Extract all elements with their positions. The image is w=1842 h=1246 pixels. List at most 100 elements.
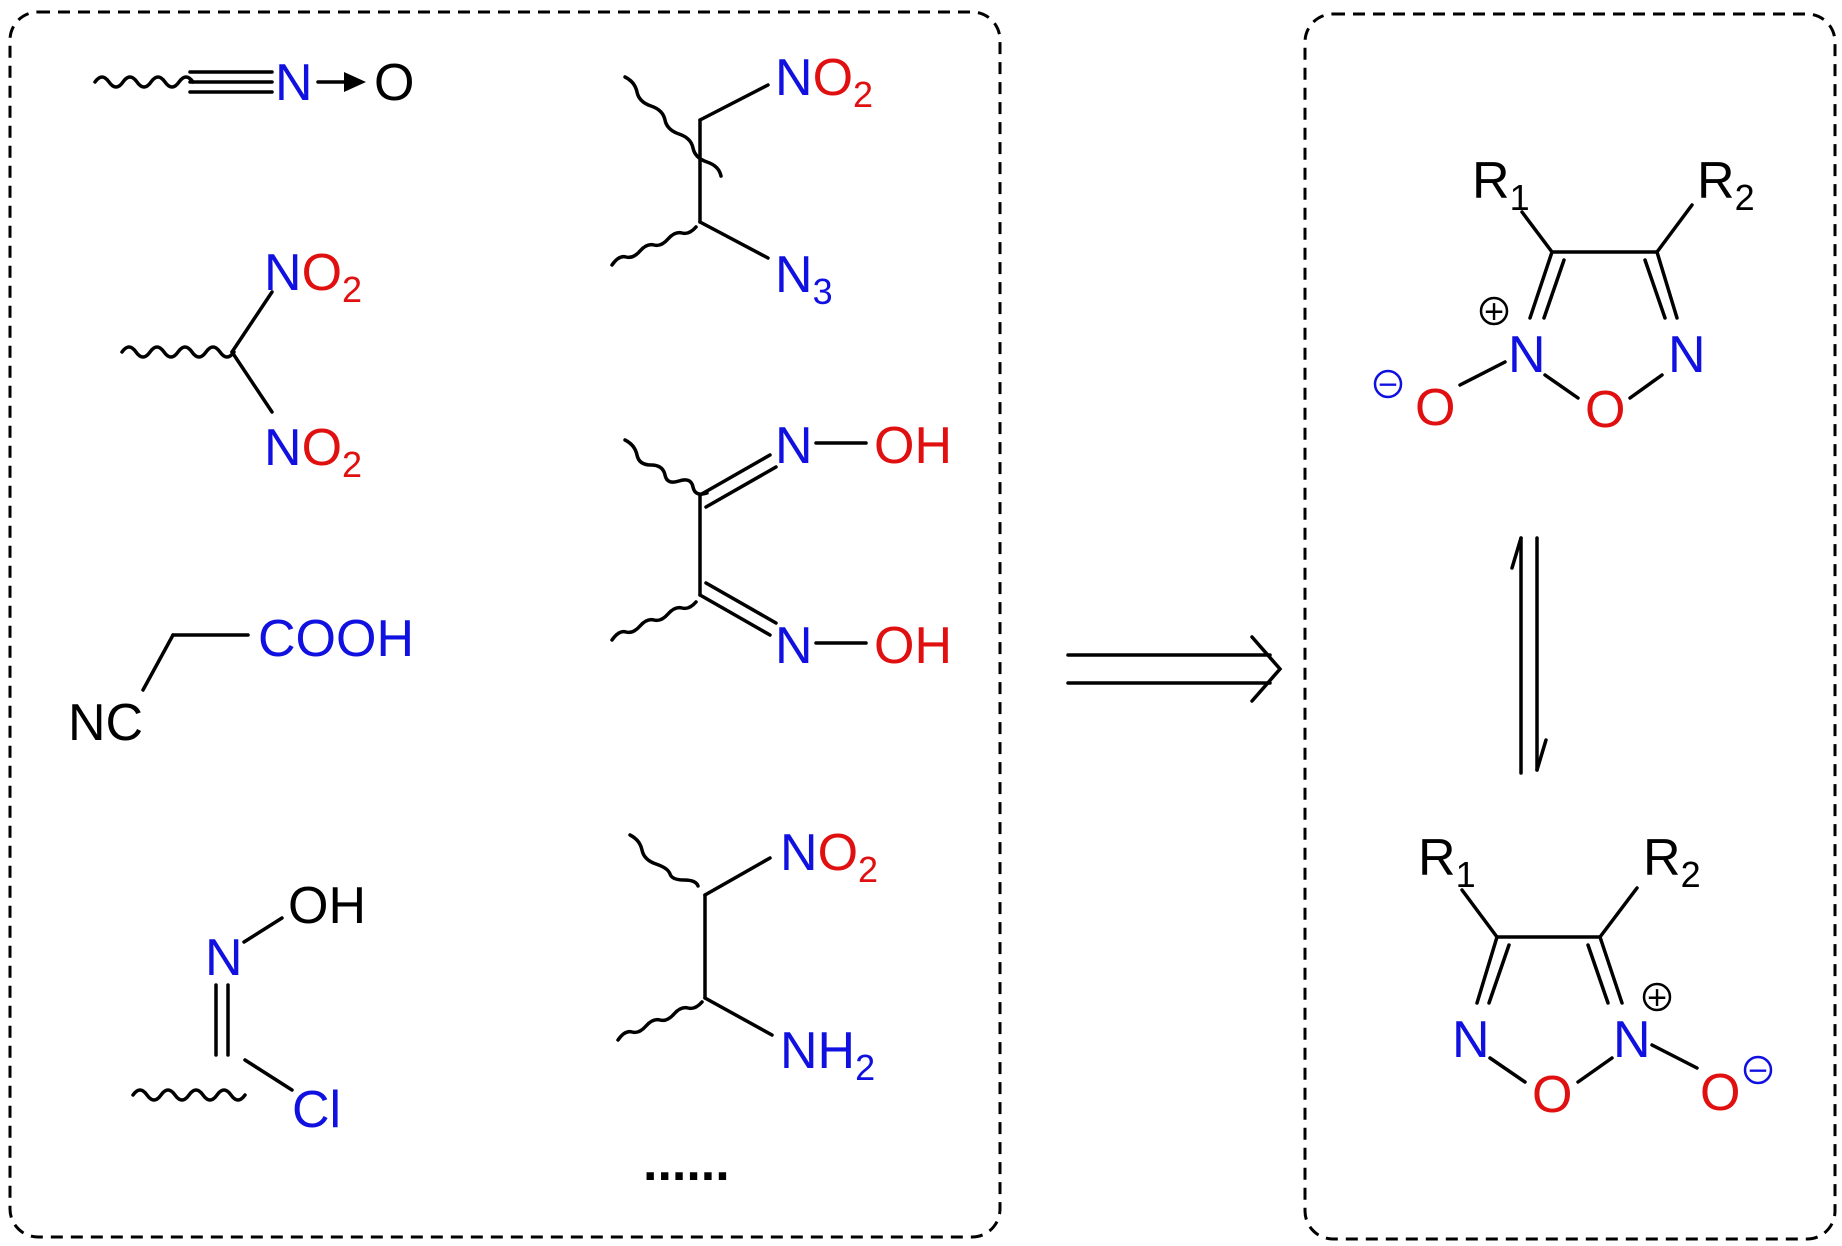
nitrile-oxide-n: N xyxy=(275,54,313,112)
top-plus-circle xyxy=(1479,296,1509,326)
bond xyxy=(141,633,175,692)
bond xyxy=(1628,373,1664,400)
dinitro-bottom-sub: 2 xyxy=(342,444,362,485)
double-bond xyxy=(704,465,778,509)
top-minus: − xyxy=(1378,366,1398,404)
bottom-o-exo: O xyxy=(1700,1064,1740,1122)
wavy-bond xyxy=(120,345,236,359)
bottom-r1-sub: 1 xyxy=(1456,854,1476,895)
bottom-o-ring: O xyxy=(1532,1066,1572,1124)
top-r1-sub: 1 xyxy=(1510,177,1530,218)
dative-arrow-head xyxy=(344,72,366,92)
nitroamine-amine-label: NH2 xyxy=(780,1022,875,1088)
wavy-bond xyxy=(628,833,700,888)
equilibrium-arrow xyxy=(1510,536,1523,570)
nitroamine-nitro-sub: 2 xyxy=(858,849,878,890)
top-plus: + xyxy=(1484,293,1504,331)
bottom-r2: R xyxy=(1643,829,1681,887)
double-bond xyxy=(704,581,778,625)
double-bond xyxy=(1528,250,1554,320)
cooh-label: COOH xyxy=(258,610,414,668)
dinitro-bottom-n: N xyxy=(264,419,302,477)
chloroxime-cl: Cl xyxy=(292,1081,341,1139)
nitroamine-nitro-label: NO2 xyxy=(780,824,878,890)
retro-arrow-head xyxy=(1250,635,1283,703)
top-r1-label: R1 xyxy=(1472,152,1530,218)
bond xyxy=(703,996,774,1037)
nitroazide-nitro-label: NO2 xyxy=(775,49,873,115)
top-n-plus: N xyxy=(1508,326,1546,384)
double-bond xyxy=(1475,935,1499,1005)
glyoxime-top-n: N xyxy=(775,417,813,475)
nitroazide-azide-label: N3 xyxy=(775,246,833,312)
top-r2-sub: 2 xyxy=(1735,177,1755,218)
bottom-plus: + xyxy=(1647,979,1667,1017)
double-bond xyxy=(1598,935,1624,1005)
nitroazide-nitro-sub: 2 xyxy=(853,74,873,115)
bottom-minus: − xyxy=(1748,1052,1768,1090)
bond xyxy=(242,916,284,944)
bond xyxy=(1650,1043,1699,1070)
wavy-bond xyxy=(623,75,723,178)
bottom-n-ring: N xyxy=(1452,1011,1490,1069)
wavy-bond xyxy=(616,1000,704,1042)
wavy-bond xyxy=(93,75,195,89)
bond xyxy=(698,83,770,122)
wavy-bond xyxy=(131,1088,247,1102)
double-bond xyxy=(698,593,772,637)
bond xyxy=(230,290,274,354)
glyoxime-top-oh: OH xyxy=(874,417,952,475)
nitroazide-nitro-o: O xyxy=(813,49,853,107)
wavy-bond xyxy=(610,600,698,642)
double-bond xyxy=(1586,943,1610,1005)
bond xyxy=(1458,360,1507,387)
nitroamine-nitro-n: N xyxy=(780,824,818,882)
nitroazide-azide-n: N xyxy=(775,246,813,304)
nitroamine-amine-sub: 2 xyxy=(855,1047,875,1088)
dinitro-top-n: N xyxy=(264,244,302,302)
bottom-r2-sub: 2 xyxy=(1681,854,1701,895)
top-o-exo: O xyxy=(1415,379,1455,437)
nitrile-oxide-o: O xyxy=(374,54,414,112)
dinitro-top-label: NO2 xyxy=(264,244,362,310)
bottom-n-plus: N xyxy=(1613,1011,1651,1069)
bond xyxy=(703,856,772,897)
nitroazide-azide-sub: 3 xyxy=(813,271,833,312)
dinitro-bottom-label: NO2 xyxy=(264,419,362,485)
double-bond xyxy=(1655,250,1679,320)
nitroamine-amine-nh: NH xyxy=(780,1022,855,1080)
nitroamine-nitro-o: O xyxy=(818,824,858,882)
bond xyxy=(243,1058,294,1092)
top-r2: R xyxy=(1697,152,1735,210)
bond xyxy=(1460,888,1499,939)
bond xyxy=(1598,886,1639,939)
glyoxime-bottom-oh: OH xyxy=(874,617,952,675)
precursor-panel xyxy=(8,10,1002,1239)
chloroxime-n: N xyxy=(205,929,243,987)
bottom-r1-label: R1 xyxy=(1418,829,1476,895)
bottom-minus-circle xyxy=(1743,1055,1773,1085)
glyoxime-bottom-n: N xyxy=(775,617,813,675)
bottom-r1: R xyxy=(1418,829,1456,887)
top-o-ring: O xyxy=(1585,381,1625,439)
bond xyxy=(1576,1056,1614,1084)
more-ellipsis: ...... xyxy=(643,1134,730,1192)
bond xyxy=(1520,210,1554,254)
equilibrium-arrow xyxy=(1535,738,1548,772)
chloroxime-oh: OH xyxy=(288,877,366,935)
bond xyxy=(1488,1056,1527,1084)
top-r2-label: R2 xyxy=(1697,152,1755,218)
bottom-plus-circle xyxy=(1642,982,1672,1012)
bond xyxy=(698,220,770,260)
top-minus-circle xyxy=(1373,369,1403,399)
wavy-bond xyxy=(623,438,709,496)
top-n-ring: N xyxy=(1668,326,1706,384)
dinitro-top-sub: 2 xyxy=(342,269,362,310)
dinitro-top-o: O xyxy=(302,244,342,302)
double-bond xyxy=(698,453,772,497)
double-bond xyxy=(1643,258,1667,320)
furoxan-panel xyxy=(1303,12,1837,1241)
bottom-r2-label: R2 xyxy=(1643,829,1701,895)
double-bond xyxy=(1487,943,1511,1005)
